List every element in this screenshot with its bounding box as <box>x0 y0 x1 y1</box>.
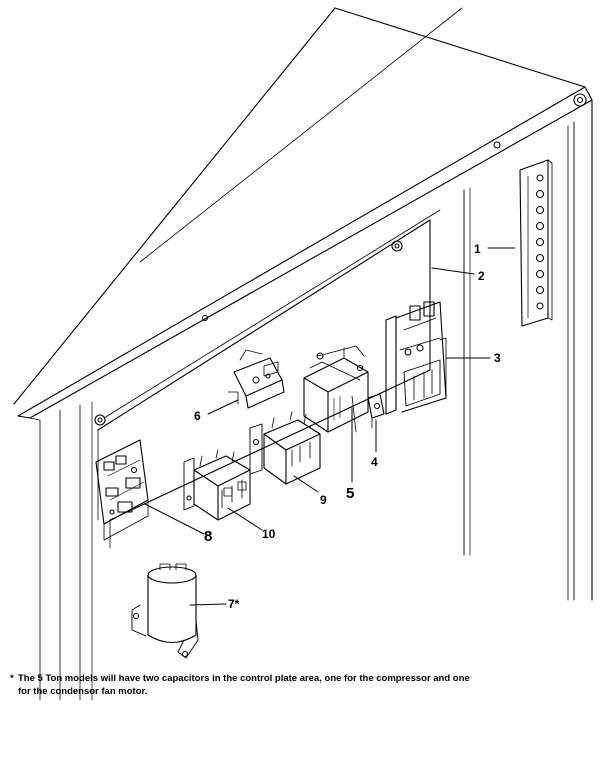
footnote-line-2: for the condensor fan motor. <box>18 686 148 697</box>
run-capacitor <box>131 563 199 659</box>
footnote: * The 5 Ton models will have two capacit… <box>10 672 593 698</box>
callout-4: 4 <box>371 455 378 469</box>
control-plate <box>94 209 441 549</box>
leader-lines <box>144 247 516 606</box>
transformer <box>303 345 369 433</box>
relay-2 <box>183 449 251 521</box>
terminal-strip <box>519 159 553 327</box>
cabinet-housing <box>13 7 593 701</box>
footnote-line-1: The 5 Ton models will have two capacitor… <box>18 673 470 684</box>
callout-7: 7* <box>228 597 240 611</box>
callout-1: 1 <box>474 242 481 256</box>
defrost-control-board <box>95 439 149 541</box>
callout-3: 3 <box>494 351 501 365</box>
footnote-marker: * <box>10 673 14 684</box>
callout-6: 6 <box>194 409 201 423</box>
callout-2: 2 <box>478 269 485 283</box>
bracket-component <box>367 393 385 429</box>
callout-5: 5 <box>346 485 354 502</box>
callout-10: 10 <box>262 527 276 541</box>
relay <box>249 411 321 485</box>
callout-8: 8 <box>204 528 212 545</box>
defrost-switch <box>227 349 285 409</box>
callout-9: 9 <box>320 493 327 507</box>
contactor <box>385 301 447 415</box>
